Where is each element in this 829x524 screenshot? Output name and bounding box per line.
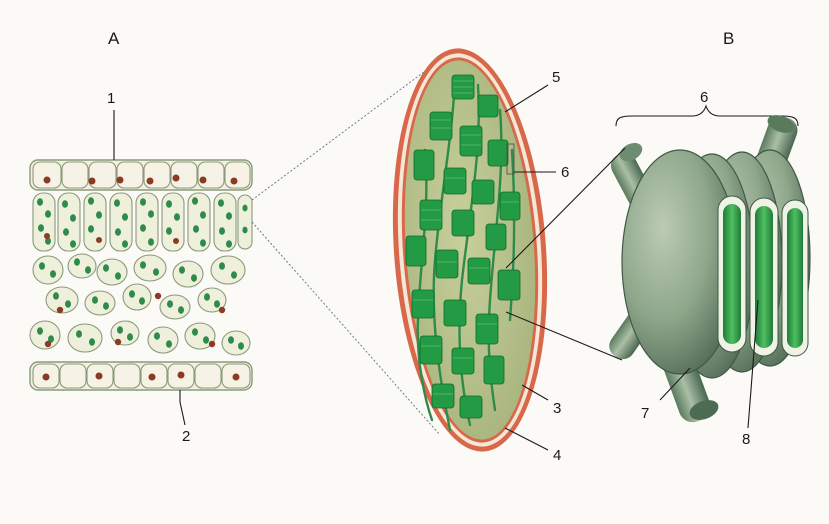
label-8: 8 bbox=[742, 431, 750, 448]
thylakoid-lumens bbox=[718, 196, 808, 356]
granum-3d-view bbox=[605, 106, 810, 426]
label-6-granum: 6 bbox=[700, 89, 708, 106]
panel-label-b: B bbox=[723, 29, 734, 48]
label-3: 3 bbox=[553, 400, 561, 417]
label-6-chloroplast: 6 bbox=[561, 164, 569, 181]
label-2: 2 bbox=[182, 428, 190, 445]
lower-epidermis bbox=[30, 362, 252, 390]
label-1: 1 bbox=[107, 90, 115, 107]
panel-label-a: A bbox=[108, 29, 120, 48]
label-4: 4 bbox=[553, 447, 561, 464]
leaf-cross-section bbox=[30, 160, 252, 390]
upper-epidermis bbox=[30, 160, 252, 190]
spongy-layer bbox=[30, 254, 250, 355]
label-5: 5 bbox=[552, 69, 560, 86]
chloroplast bbox=[380, 43, 560, 457]
label-7: 7 bbox=[641, 405, 649, 422]
palisade-layer bbox=[33, 193, 252, 251]
